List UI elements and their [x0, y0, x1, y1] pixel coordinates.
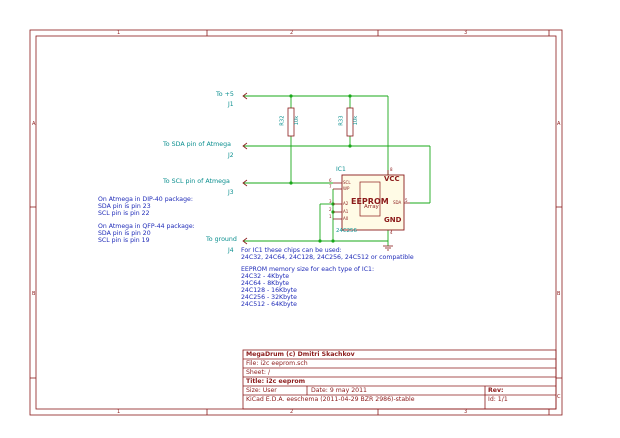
- note-mem-24c256: 24C256 - 32Kbyte: [241, 294, 297, 301]
- frame-col-2-bottom: 2: [290, 409, 294, 415]
- note-qfp-sda: SDA pin is pin 20: [98, 230, 151, 237]
- titleblock-size: Size: User: [246, 387, 277, 394]
- note-mem-24c512: 24C512 - 64Kbyte: [241, 301, 297, 308]
- titleblock-tool: KiCad E.D.A. eeschema (2011-04-29 BZR 29…: [246, 396, 415, 403]
- net-label-scl: To SCL pin of Atmega: [163, 178, 230, 185]
- ic-vcc-label: VCC: [384, 175, 400, 183]
- frame-col-3-bottom: 3: [464, 409, 468, 415]
- frame-col-1-bottom: 1: [117, 409, 121, 415]
- note-mem-24c128: 24C128 - 16Kbyte: [241, 287, 297, 294]
- ic-pin-num-8: 8: [390, 167, 393, 172]
- ic-pin-num-5: 5: [405, 198, 408, 203]
- frame-row-c-right: C: [557, 394, 561, 400]
- note-mem-24c32: 24C32 - 4Kbyte: [241, 273, 290, 280]
- connector-ref-j2: J2: [228, 152, 234, 159]
- wires: [243, 95, 431, 246]
- note-mem-title: EEPROM memory size for each type of IC1:: [241, 266, 375, 273]
- titleblock-company: MegaDrum (c) Dmitri Skachkov: [246, 351, 355, 358]
- titleblock-title: Title: i2c eeprom: [246, 378, 306, 385]
- connector-ref-j1: J1: [228, 101, 234, 108]
- titleblock-rev: Rev:: [488, 387, 504, 394]
- frame-row-b-left: B: [32, 291, 36, 297]
- net-label-vcc: To +5: [216, 91, 234, 98]
- ic-sublabel: Array: [364, 204, 379, 210]
- titleblock-file: File: i2c eeprom.sch: [246, 360, 308, 367]
- frame-col-2-top: 2: [290, 30, 294, 36]
- ic-pin-a0: A0: [343, 216, 349, 221]
- titleblock-sheet: Sheet: /: [246, 369, 271, 376]
- frame-row-a-left: A: [32, 121, 36, 127]
- resistor-r33-ref: R33: [338, 115, 345, 126]
- resistor-r32-body: [287, 107, 295, 137]
- net-label-gnd: To ground: [206, 236, 237, 243]
- titleblock-id: Id: 1/1: [488, 396, 508, 403]
- note-qfp-scl: SCL pin is pin 19: [98, 237, 150, 244]
- title-block-lines: [242, 349, 557, 410]
- ic-pin-num-6: 6: [329, 178, 332, 183]
- resistor-r33-body: [346, 107, 354, 137]
- ic-pin-wp: WP: [343, 186, 350, 191]
- resistor-r32-value: 10k: [294, 115, 301, 126]
- note-dip-scl: SCL pin is pin 22: [98, 210, 150, 217]
- ic-pin-scl: SCL: [343, 180, 351, 185]
- ic-body: [341, 174, 405, 231]
- ic-array-block: [359, 181, 381, 217]
- ic-pin-sda: SDA: [393, 200, 402, 205]
- frame-row-a-right: A: [557, 121, 561, 127]
- frame-row-b-right: B: [557, 291, 561, 297]
- net-label-sda: To SDA pin of Atmega: [163, 141, 232, 148]
- ground-symbol: [383, 245, 393, 251]
- frame-col-1-top: 1: [117, 30, 121, 36]
- note-chips-list: 24C32, 24C64, 24C128, 24C256, 24C512 or …: [241, 254, 414, 261]
- note-dip-title: On Atmega in DIP-40 package:: [98, 196, 193, 203]
- ic-pin-a2: A2: [343, 201, 349, 206]
- note-mem-24c64: 24C64 - 8Kbyte: [241, 280, 290, 287]
- ic-label: EEPROM: [351, 197, 389, 206]
- note-qfp-title: On Atmega in QFP-44 package:: [98, 223, 195, 230]
- ic-pin-num-2: 2: [329, 207, 332, 212]
- ic-gnd-label: GND: [384, 216, 402, 224]
- note-chips-title: For IC1 these chips can be used:: [241, 247, 342, 254]
- frame-ticks: [30, 30, 562, 415]
- connector-ref-j4: J4: [228, 247, 234, 254]
- ic-ref: IC1: [336, 166, 346, 173]
- resistor-r32-ref: R32: [279, 115, 286, 126]
- ic-pin-num-4: 4: [390, 230, 393, 235]
- note-dip-sda: SDA pin is pin 23: [98, 203, 151, 210]
- ic-pin-num-3: 3: [329, 199, 332, 204]
- outer-frame: [29, 29, 563, 416]
- ic-pin-a1: A1: [343, 209, 349, 214]
- connector-ref-j3: J3: [228, 189, 234, 196]
- ic-value: 24C256: [336, 228, 357, 234]
- ic-pin-num-7: 7: [329, 184, 332, 189]
- ic-pins: [333, 170, 410, 220]
- junctions: [289, 94, 352, 243]
- ic-pin-num-1: 1: [329, 214, 332, 219]
- frame-col-3-top: 3: [464, 30, 468, 36]
- connector-markers: [242, 92, 248, 245]
- resistor-r33-value: 10k: [353, 115, 360, 126]
- titleblock-date: Date: 9 may 2011: [311, 387, 367, 394]
